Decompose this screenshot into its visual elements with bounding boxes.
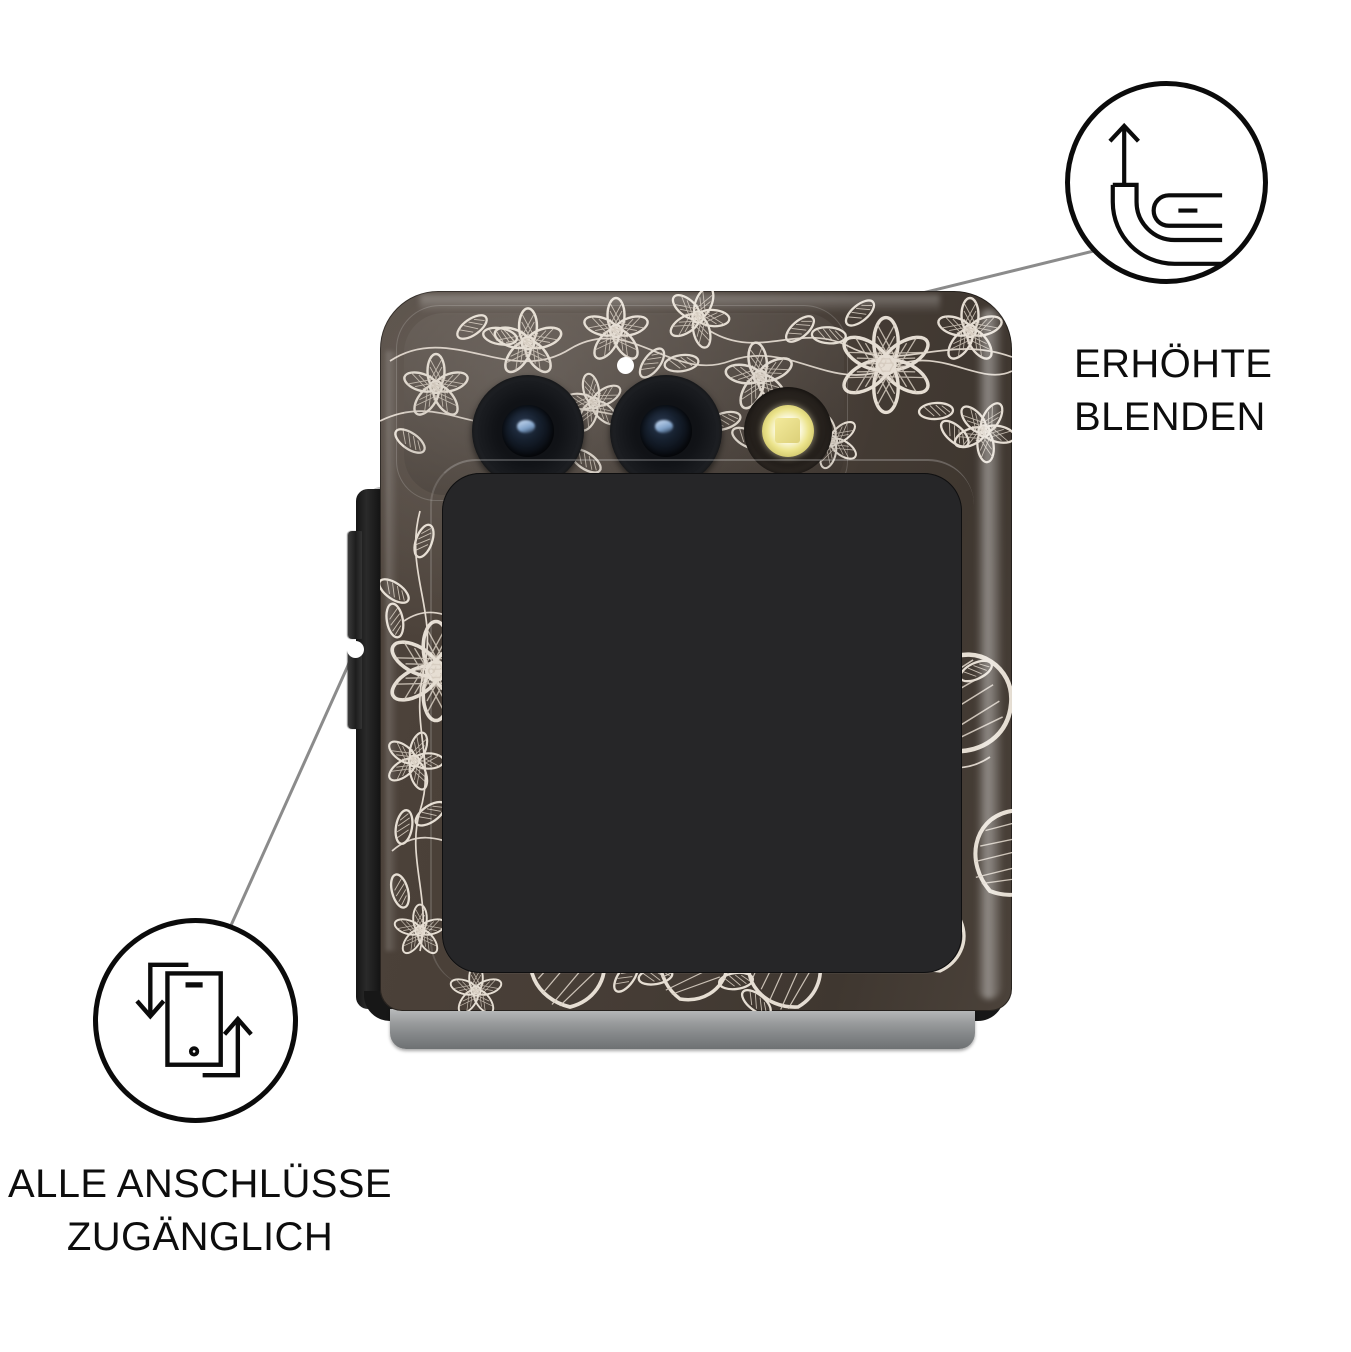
callout-dot-ports-accessible: [347, 641, 364, 658]
phone-case-body: [380, 291, 1012, 1011]
cover-display: [442, 473, 962, 973]
lens-glint: [516, 419, 535, 434]
callout-label-ports-accessible: ALLE ANSCHLÜSSE ZUGÄNGLICH: [8, 1162, 392, 1259]
callout-label-raised-bezels: ERHÖHTE BLENDEN: [1074, 342, 1273, 439]
flash-led: [761, 404, 815, 458]
power-button[interactable]: [348, 649, 362, 729]
secondary-camera-lens: [610, 375, 722, 487]
phone-rotate-ports-icon: [135, 962, 253, 1078]
case-gloss-top: [420, 295, 940, 313]
callout-icon-raised-bezels: [1065, 81, 1268, 284]
leader-line-ports-accessible: [226, 649, 357, 933]
volume-button[interactable]: [348, 531, 362, 639]
case-gloss-right: [976, 309, 1002, 999]
raised-bezel-lip: [430, 459, 974, 987]
camera-flash: [744, 387, 832, 475]
callout-icon-ports-accessible: [93, 918, 298, 1123]
main-camera-lens: [472, 375, 584, 487]
phone-device: [348, 291, 1019, 1051]
camera-module: [404, 313, 844, 495]
raised-bezel-icon: [1108, 122, 1223, 266]
phone-hinge: [390, 1009, 975, 1049]
lens-glint: [654, 419, 673, 434]
callout-dot-raised-bezels: [617, 357, 634, 374]
case-gloss-left: [386, 351, 398, 951]
